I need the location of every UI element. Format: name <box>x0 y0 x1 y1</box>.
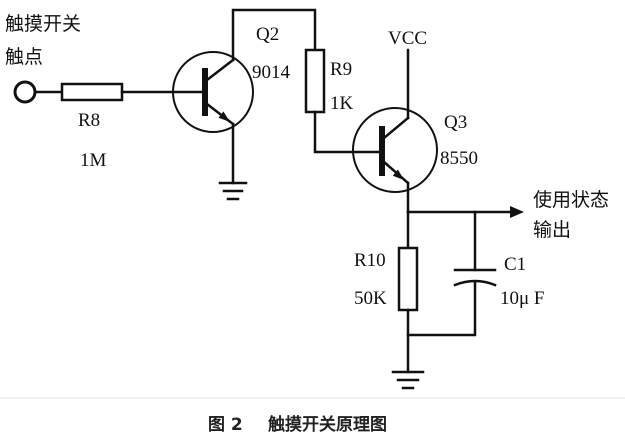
touch-contact-terminal <box>13 80 37 104</box>
q2-collector-leg <box>205 58 235 82</box>
figure-title: 触摸开关原理图 <box>267 414 387 435</box>
transistor-q2 <box>172 51 254 133</box>
r10-name-label: R10 <box>354 250 386 271</box>
output-label: 使用状态 <box>533 189 609 211</box>
q2-body-circle <box>172 51 254 133</box>
ground-icon <box>218 181 248 201</box>
vcc-label: VCC <box>388 28 427 49</box>
resistor-r10 <box>397 246 419 312</box>
figure-number: 图 2 <box>208 415 243 435</box>
transistor-q3 <box>352 107 438 193</box>
r9-name-label: R9 <box>330 59 352 80</box>
q3-emitter-arrow-icon <box>392 169 404 180</box>
wire-q2-collector-to-r9 <box>231 8 317 62</box>
r8-name-label: R8 <box>78 110 100 131</box>
touch-contact-label: 触点 <box>5 46 43 68</box>
q3-name-label: Q3 <box>444 112 467 133</box>
c1-value-label: 10μ F <box>500 288 545 309</box>
q3-body-circle <box>352 107 438 193</box>
touch-switch-label: 触摸开关 <box>5 13 81 35</box>
c1-name-label: C1 <box>504 254 526 275</box>
wire-c1-to-ground-rail <box>406 280 477 337</box>
r9-value-label: 1K <box>330 93 354 114</box>
r10-value-label: 50K <box>354 288 387 309</box>
q2-model-label: 9014 <box>252 62 291 83</box>
q2-emitter-arrow-icon <box>218 111 230 122</box>
r8-value-label: 1M <box>80 150 107 171</box>
output-arrow-icon <box>510 206 524 218</box>
output-sub-label: 输出 <box>533 219 571 241</box>
q2-name-label: Q2 <box>256 24 279 45</box>
q3-model-label: 8550 <box>440 148 478 169</box>
ground-icon <box>391 370 425 390</box>
resistor-r8 <box>60 82 124 102</box>
resistor-r9 <box>304 48 326 114</box>
q3-upper-leg <box>382 116 410 140</box>
wire-r9-to-q3-base <box>313 110 384 154</box>
